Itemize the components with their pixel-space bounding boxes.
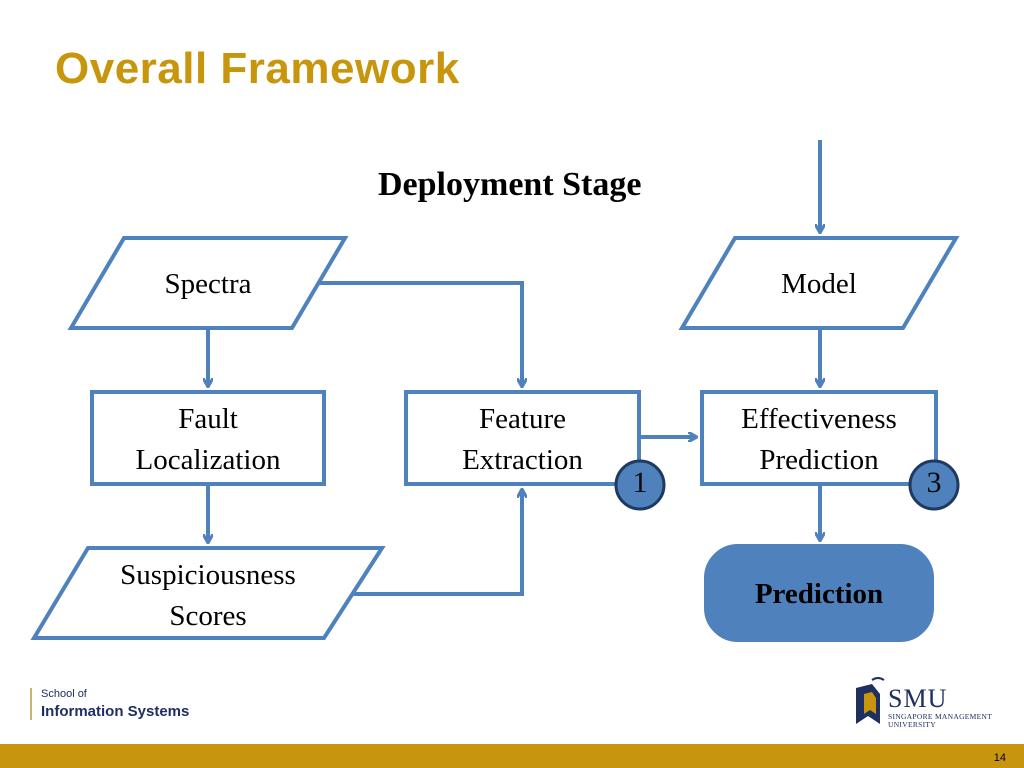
smu-logo-subtitle-line-1: SINGAPORE MANAGEMENT [888,712,993,721]
feature-extraction-line-1: Feature [479,403,566,435]
school-line-1: School of [41,688,87,700]
page-number: 14 [993,752,1006,764]
fault-localization-line-1: Fault [178,403,238,435]
smu-logo-subtitle-line-2: UNIVERSITY [888,720,936,729]
spectra-label: Spectra [164,268,252,300]
smu-logo-subtitle: SINGAPORE MANAGEMENT UNIVERSITY [888,713,992,729]
model-label: Model [781,268,857,300]
smu-logo-name: SMU [888,684,948,713]
slide-title: Overall Framework [55,44,460,93]
spectra-shape [67,236,349,330]
suspiciousness-scores-line-1: Suspiciousness [120,559,296,591]
smu-logo-mark [856,677,885,724]
feature-extraction-line-2: Extraction [462,444,583,476]
prediction-label: Prediction [754,578,884,610]
school-logo: School of Information Systems [30,688,189,720]
school-line-2: Information Systems [41,703,190,720]
bottom-bar [0,744,1024,768]
prediction-shape [704,544,934,642]
stage-title: Deployment Stage [378,166,642,203]
fault-localization-line-2: Localization [135,444,281,476]
feature-extraction-shape [404,390,641,486]
badge-3-circle [908,459,960,511]
suspiciousness-scores-line-2: Scores [169,600,247,632]
fault-localization-shape [90,390,326,486]
effectiveness-prediction-line-2: Prediction [759,444,879,476]
arrow-suspiciousness-to-feature [352,490,522,596]
badge-1-number: 1 [632,466,648,499]
badge-1-circle [614,459,666,511]
effectiveness-prediction-line-1: Effectiveness [741,403,897,435]
arrow-spectra-to-feature-extraction [318,281,522,386]
model-shape [678,236,960,330]
badge-3-number: 3 [926,466,942,499]
suspiciousness-scores-shape [30,546,386,640]
